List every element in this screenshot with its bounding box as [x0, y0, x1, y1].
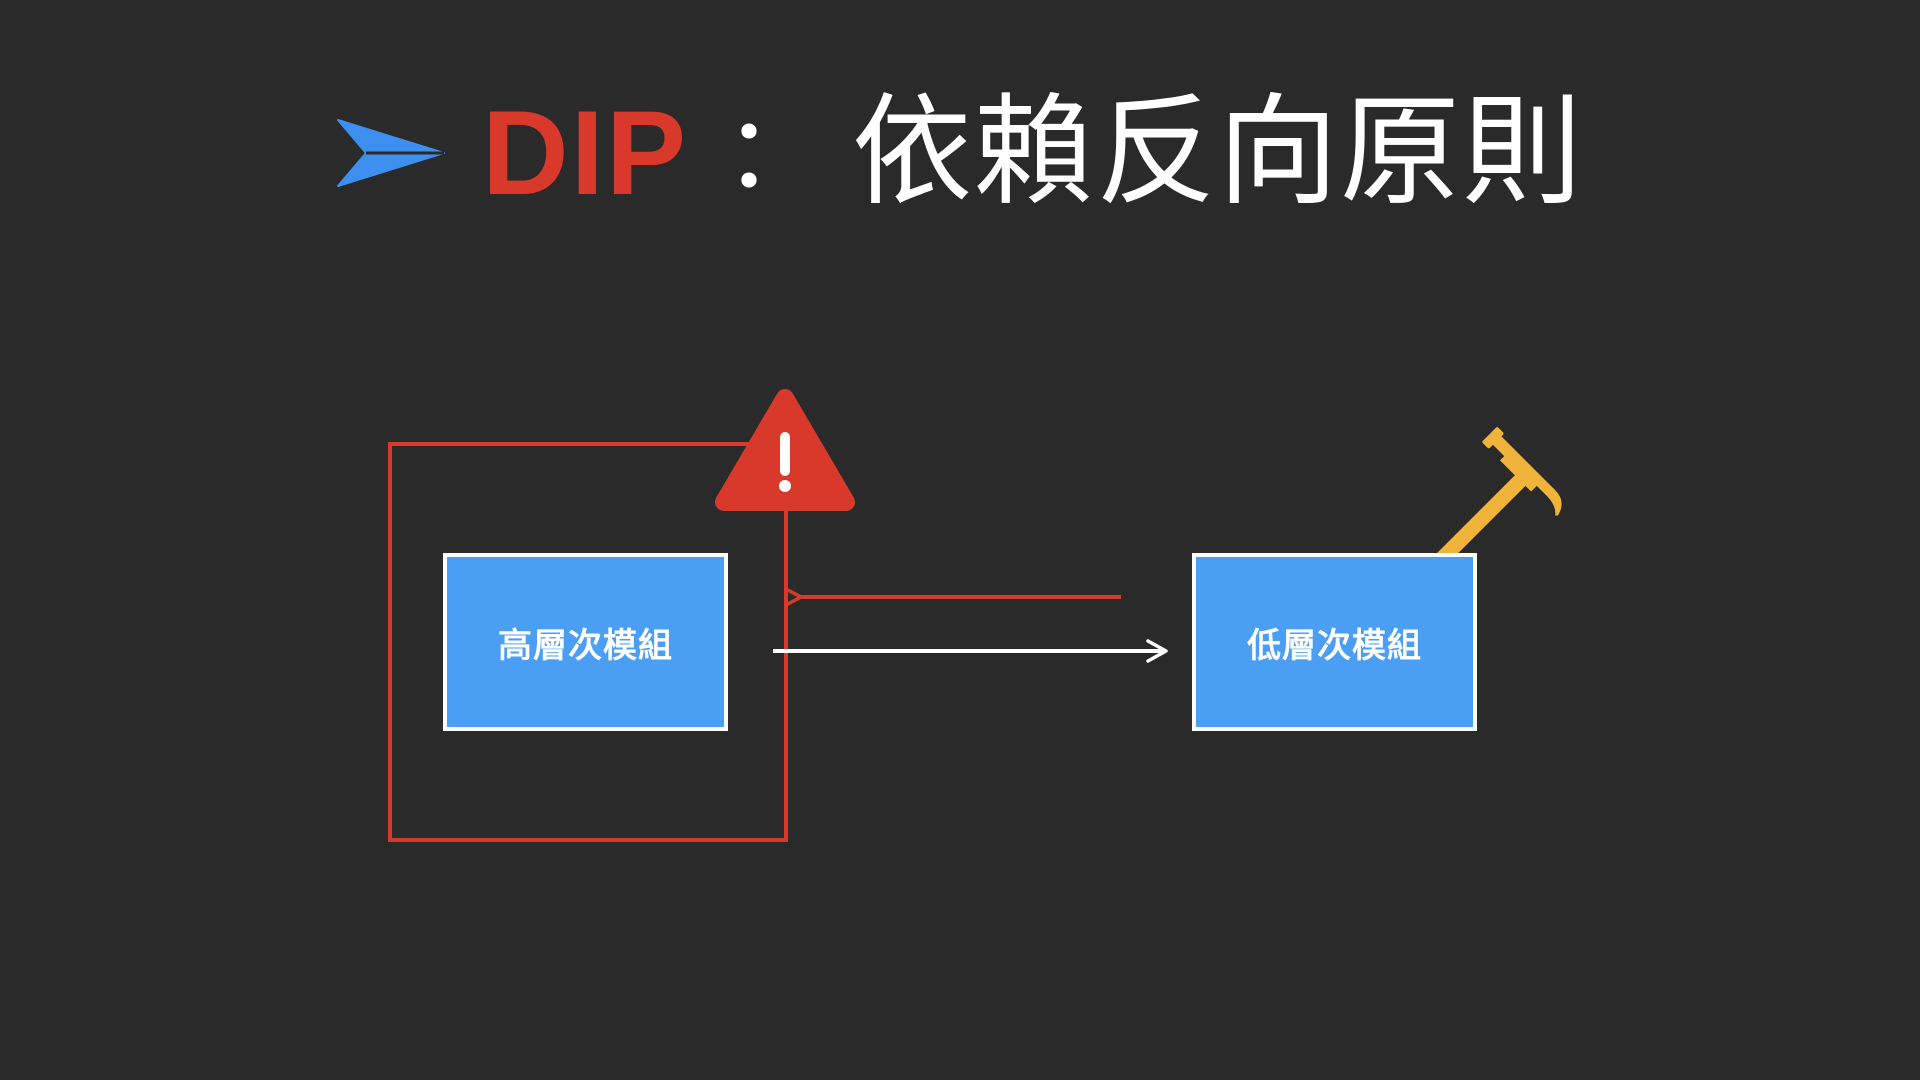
- hammer-icon: [1433, 427, 1562, 568]
- low-level-module-label: 低層次模組: [1247, 625, 1422, 666]
- high-level-boundary: [388, 442, 788, 842]
- high-level-module: 高層次模組: [443, 553, 728, 731]
- high-level-module-label: 高層次模組: [498, 625, 673, 666]
- arrowhead-icon: [336, 119, 445, 187]
- low-level-module: 低層次模組: [1192, 553, 1477, 731]
- title-text: 依賴反向原則: [852, 83, 1585, 222]
- title-separator: ：: [724, 94, 825, 211]
- warning-icon: [715, 389, 855, 511]
- slide-title: DIP ： 依賴反向原則: [0, 88, 1920, 218]
- title-acronym: DIP: [481, 86, 689, 220]
